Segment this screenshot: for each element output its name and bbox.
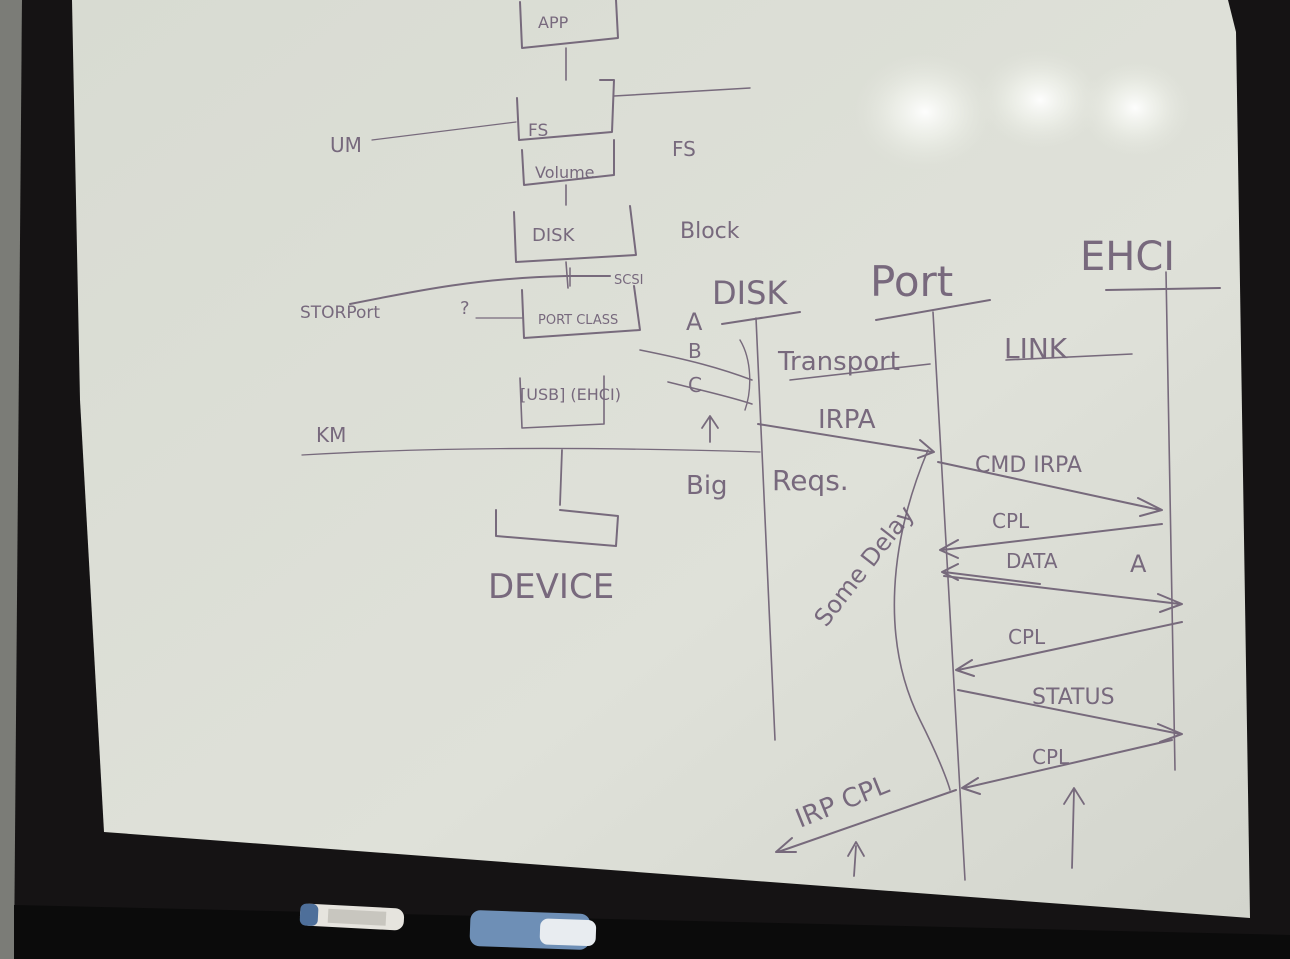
msg-status: STATUS [1032, 685, 1115, 710]
fs-right-label: FS [672, 137, 696, 161]
reqs-label: Reqs. [772, 464, 849, 497]
lifeline-ehci [1165, 271, 1176, 771]
stack-device-label: DEVICE [488, 567, 614, 607]
km-label: KM [316, 423, 346, 447]
mark-c: C [688, 373, 702, 397]
mark-a: A [686, 308, 703, 336]
stack-fs-label: FS [528, 121, 548, 141]
arrow-cpl-3 [961, 739, 1173, 795]
msg-irpa: IRPA [818, 405, 876, 435]
lifeline-ehci-header: EHCI [1080, 234, 1175, 280]
arrow-data-right [943, 575, 1183, 613]
arrow-cpl-1 [939, 523, 1163, 559]
big-label: Big [686, 471, 728, 501]
delay-arc [893, 449, 951, 791]
lifeline-port [932, 311, 966, 881]
msg-cpl-1: CPL [992, 509, 1030, 533]
stack-app-label: APP [538, 13, 569, 32]
msg-data: DATA [1006, 549, 1058, 573]
mark-b: B [688, 339, 702, 363]
block-label: Block [680, 219, 740, 244]
msg-data-a: A [1130, 550, 1147, 578]
stack-port-class-label: PORT CLASS [538, 313, 618, 328]
markers-on-tray [299, 903, 597, 950]
arrow-status [957, 689, 1183, 743]
msg-cpl-2: CPL [1008, 625, 1046, 649]
lifeline-disk-header: DISK [712, 274, 788, 312]
arrow-irp-cpl [775, 789, 957, 853]
driver-stack: APP FS Volume DISK PORT CLASS [USB] (EHC… [488, 0, 751, 607]
side-labels: UM FS Block STORPort SCSI ? KM [300, 121, 761, 456]
scsi-label: SCSI [614, 273, 643, 288]
arrow-irpa [757, 423, 935, 459]
lifeline-port-header: Port [870, 257, 953, 306]
um-label: UM [330, 133, 362, 157]
storport-label: STORPort [300, 303, 380, 323]
stack-volume-label: Volume [535, 163, 595, 182]
stack-usb-label: [USB] (EHCI) [520, 385, 621, 404]
glare-spot [1080, 60, 1190, 156]
arrow-cpl-2 [955, 621, 1183, 677]
stack-disk-label: DISK [532, 225, 576, 246]
whiteboard-surface [72, 0, 1250, 918]
lifeline-disk [755, 317, 776, 741]
glare-spot [978, 50, 1102, 150]
question-mark: ? [460, 298, 470, 319]
arrow-cmd-irpa [937, 461, 1163, 517]
glare-spot [855, 54, 995, 170]
msg-transport: Transport [777, 347, 900, 377]
